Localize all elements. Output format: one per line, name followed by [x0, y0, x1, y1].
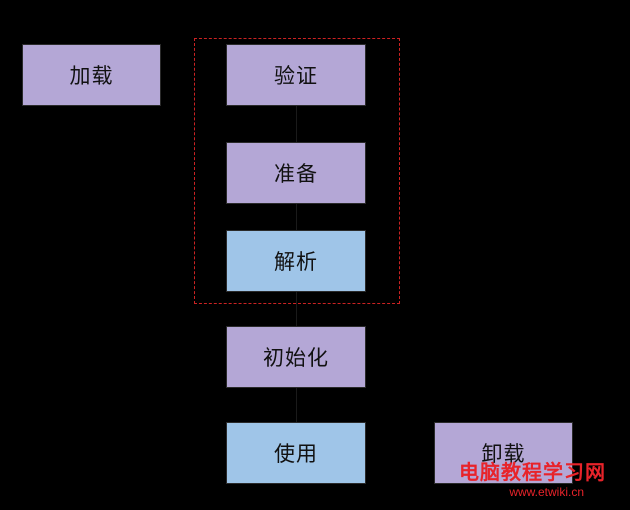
- connector-resolve-init: [296, 292, 297, 326]
- step-resolve-label: 解析: [274, 250, 318, 274]
- step-resolve-box: 解析: [226, 230, 366, 292]
- watermark-url: www.etwiki.cn: [509, 485, 584, 499]
- step-verify-label: 验证: [274, 64, 318, 88]
- step-prepare-label: 准备: [274, 162, 318, 186]
- step-load-label: 加载: [69, 64, 114, 88]
- step-unload-box: 卸载: [434, 422, 573, 484]
- connector-verify-prepare: [296, 106, 297, 142]
- connector-init-use: [296, 388, 297, 422]
- step-unload-label: 卸载: [481, 442, 526, 466]
- linking-group-border: [194, 38, 400, 304]
- step-use-label: 使用: [274, 442, 318, 466]
- step-use-box: 使用: [226, 422, 366, 484]
- step-init-label: 初始化: [263, 346, 329, 370]
- watermark-title: 电脑教程学习网: [459, 460, 606, 484]
- step-prepare-box: 准备: [226, 142, 366, 204]
- connector-prepare-resolve: [296, 204, 297, 230]
- step-load-box: 加载: [22, 44, 161, 106]
- step-init-box: 初始化: [226, 326, 366, 388]
- step-verify-box: 验证: [226, 44, 366, 106]
